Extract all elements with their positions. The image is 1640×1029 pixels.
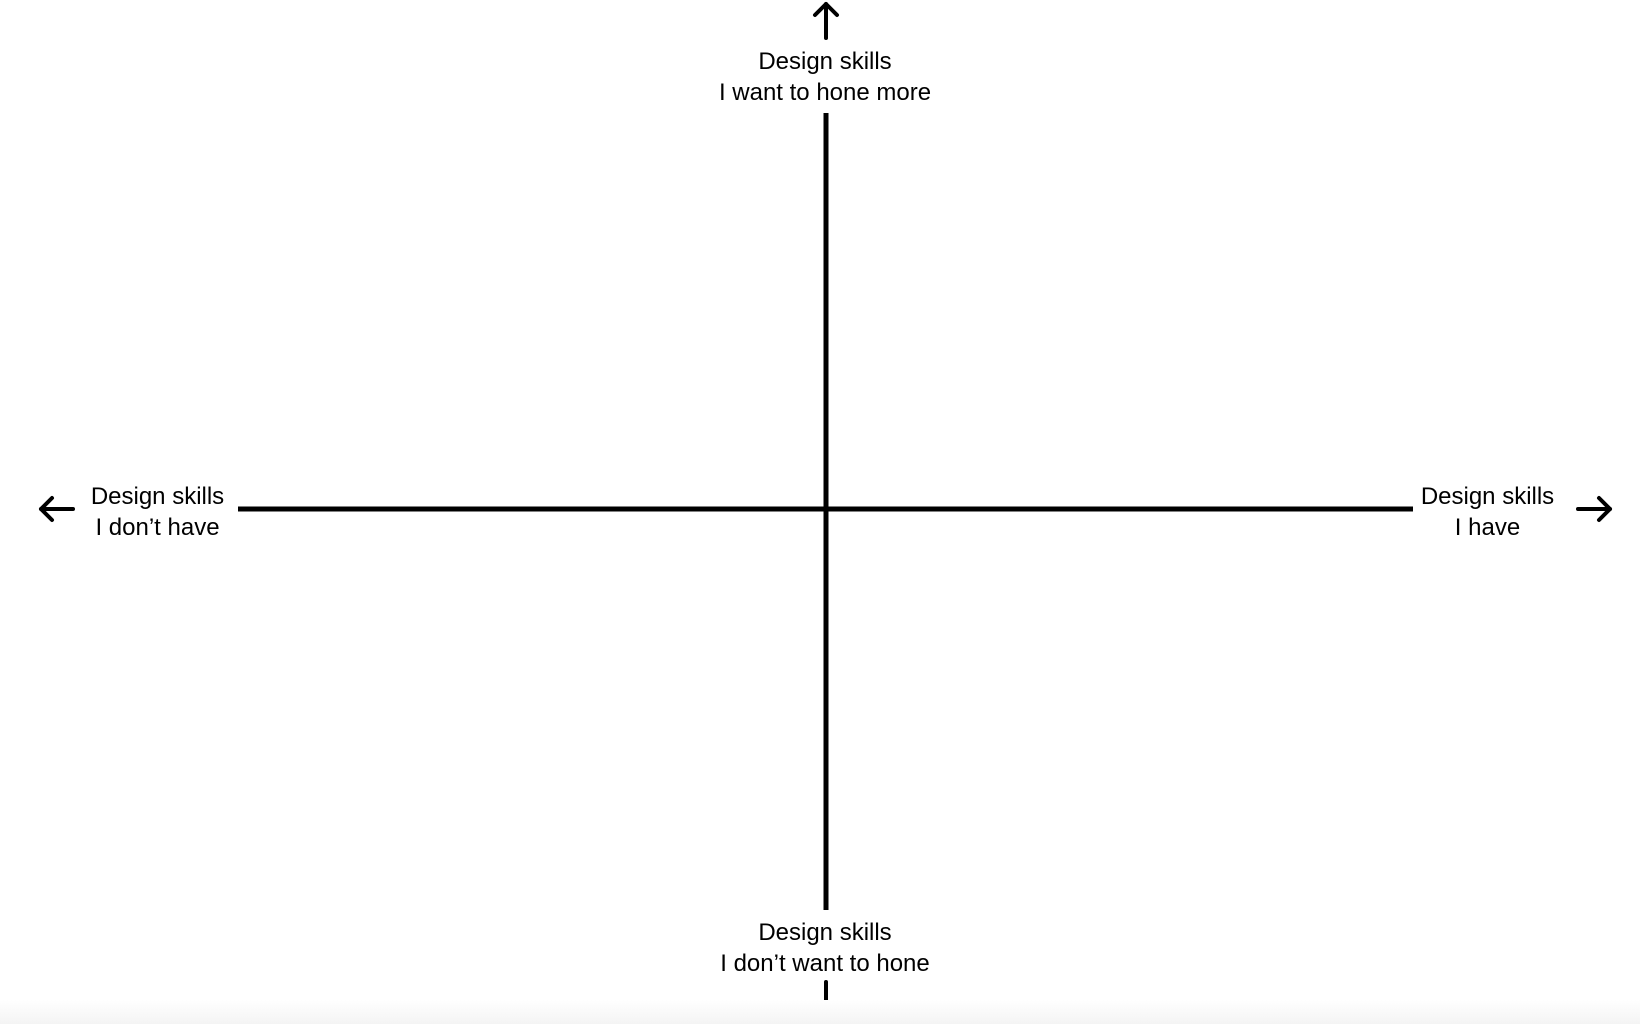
right-axis-label-line2: I have xyxy=(1454,514,1521,541)
left-axis-label-line2: I don’t have xyxy=(95,514,220,541)
top-axis-label-line2: I want to hone more xyxy=(718,79,932,106)
right-axis-label-line1: Design skills xyxy=(1420,483,1555,510)
left-axis-label-line1: Design skills xyxy=(90,483,225,510)
top-axis-label: Design skills I want to hone more xyxy=(660,46,990,108)
bottom-axis-label: Design skills I don’t want to hone xyxy=(660,917,990,979)
arrow-up-icon xyxy=(813,2,839,40)
arrow-right-icon xyxy=(1576,496,1612,522)
right-axis-label: Design skills I have xyxy=(1400,481,1575,543)
bottom-axis-label-line1: Design skills xyxy=(758,919,892,946)
bottom-edge-shade xyxy=(0,1000,1640,1024)
bottom-axis-label-line2: I don’t want to hone xyxy=(720,950,930,977)
left-axis-label: Design skills I don’t have xyxy=(70,481,245,543)
top-axis-label-line1: Design skills xyxy=(758,48,892,75)
arrow-left-icon xyxy=(39,496,75,522)
